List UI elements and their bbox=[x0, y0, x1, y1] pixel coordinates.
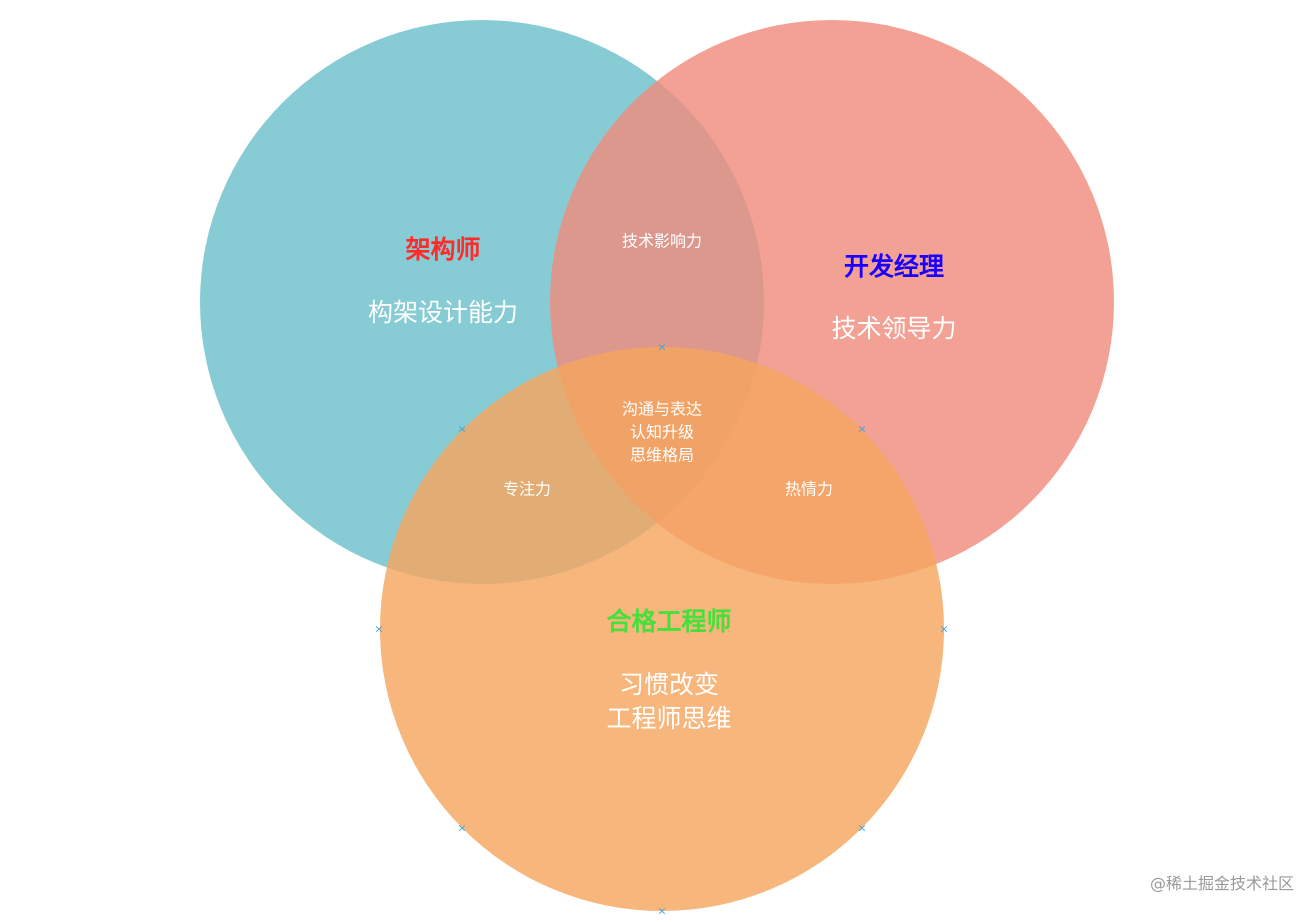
engineer-circle bbox=[380, 347, 944, 911]
selection-handle[interactable]: × bbox=[374, 622, 384, 636]
intersection-all-three: 沟通与表达 认知升级 思维格局 bbox=[621, 399, 703, 465]
selection-handle[interactable]: × bbox=[657, 904, 667, 918]
engineer-title: 合格工程师 bbox=[606, 607, 732, 636]
architect-description: 构架设计能力 bbox=[367, 298, 519, 327]
intersection-architect-engineer: 专注力 bbox=[502, 479, 552, 499]
watermark: @稀土掘金技术社区 bbox=[1149, 874, 1294, 893]
intersection-architect-manager: 技术影响力 bbox=[621, 231, 703, 251]
selection-handle[interactable]: × bbox=[457, 821, 467, 835]
architect-title: 架构师 bbox=[405, 235, 481, 264]
selection-handle[interactable]: × bbox=[857, 422, 867, 436]
engineer-description: 习惯改变 工程师思维 bbox=[606, 670, 732, 733]
manager-description: 技术领导力 bbox=[831, 314, 957, 343]
selection-handle[interactable]: × bbox=[939, 622, 949, 636]
selection-handle[interactable]: × bbox=[657, 340, 667, 354]
selection-handle[interactable]: × bbox=[857, 821, 867, 835]
intersection-manager-engineer: 热情力 bbox=[784, 479, 834, 499]
manager-title: 开发经理 bbox=[843, 252, 945, 281]
selection-handle[interactable]: × bbox=[457, 422, 467, 436]
